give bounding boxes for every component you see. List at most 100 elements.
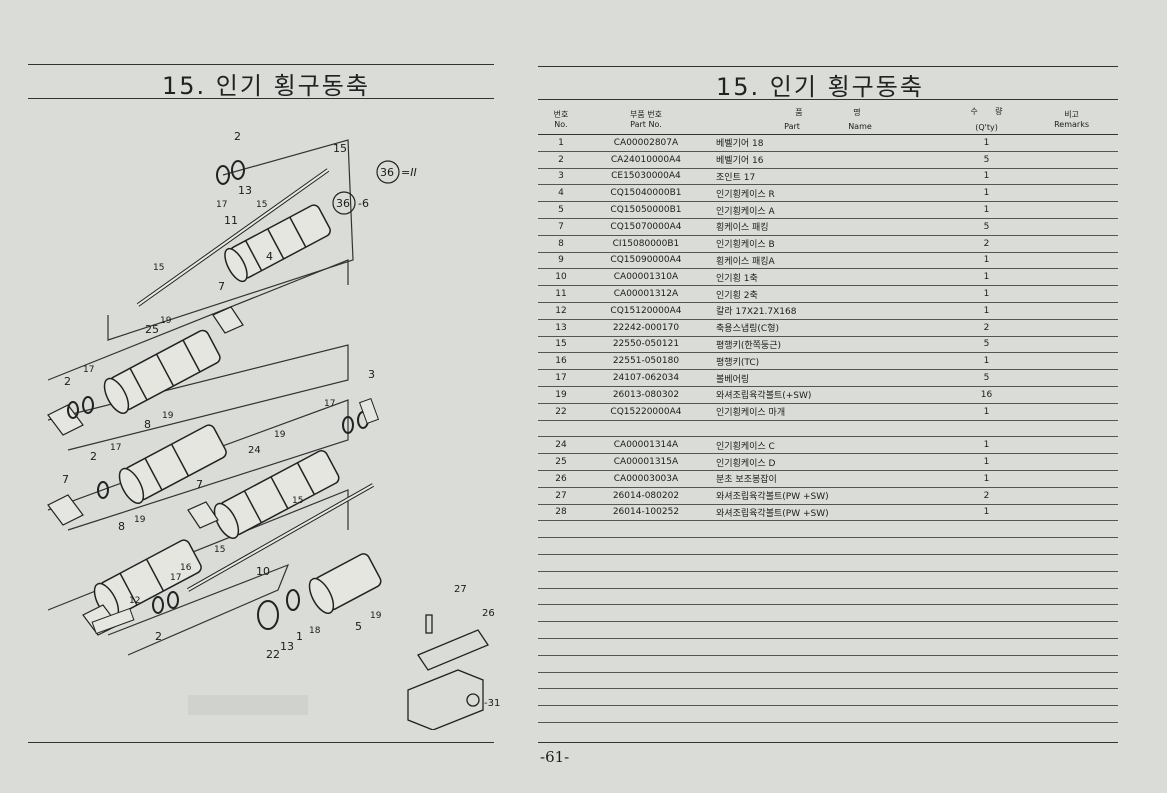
row-name: 와셔조립육각볼트(+SW) bbox=[708, 386, 948, 404]
callout: 15 bbox=[292, 496, 303, 506]
row-no bbox=[538, 537, 584, 555]
row-remarks bbox=[1025, 184, 1118, 203]
row-no: 13 bbox=[538, 319, 584, 337]
callout: 17 bbox=[324, 399, 335, 409]
bleed-through bbox=[188, 695, 308, 715]
row-name bbox=[708, 554, 948, 572]
callout: 7 bbox=[62, 473, 69, 486]
col-qty-header: 수 량 (Q'ty) bbox=[947, 104, 1026, 135]
callout: 13 bbox=[280, 640, 294, 653]
table-row bbox=[538, 604, 1118, 623]
callout: 19 bbox=[370, 611, 382, 621]
row-name: 인기횡케이스 R bbox=[708, 184, 948, 203]
row-no: 25 bbox=[538, 453, 584, 471]
row-qty: 1 bbox=[947, 168, 1026, 186]
assembly-outlines bbox=[47, 139, 354, 656]
row-name bbox=[708, 571, 948, 589]
row-part-no bbox=[583, 705, 709, 723]
row-qty: 2 bbox=[947, 319, 1026, 337]
row-qty: 1 bbox=[947, 184, 1026, 203]
row-name: 인기횡케이스 C bbox=[708, 436, 948, 455]
row-no bbox=[538, 688, 584, 707]
callout: 3 bbox=[368, 368, 375, 381]
row-remarks bbox=[1025, 252, 1118, 270]
row-qty bbox=[947, 588, 1026, 606]
row-qty: 5 bbox=[947, 151, 1026, 169]
row-qty bbox=[947, 672, 1026, 690]
row-name: 평행키(한쪽둥근) bbox=[708, 336, 948, 354]
col-remarks-header: 비고 Remarks bbox=[1025, 104, 1118, 135]
col-part-no-ko: 부품 번호 bbox=[629, 110, 662, 119]
callout: 19 bbox=[160, 316, 172, 326]
row-name: 조인트 17 bbox=[708, 168, 948, 186]
row-remarks bbox=[1025, 285, 1118, 303]
right-page: 15. 인기 횡구동축 번호 No. 부품 번호 Part No. 품 명 bbox=[520, 0, 1167, 793]
callout: 15 bbox=[214, 545, 225, 555]
row-remarks bbox=[1025, 268, 1118, 287]
callout: 27 bbox=[454, 584, 467, 595]
row-part-no bbox=[583, 672, 709, 690]
row-part-no bbox=[583, 655, 709, 673]
row-remarks bbox=[1025, 436, 1118, 455]
col-no-en: No. bbox=[554, 120, 568, 129]
row-remarks bbox=[1025, 705, 1118, 723]
row-remarks bbox=[1025, 336, 1118, 354]
callout: 26 bbox=[482, 608, 495, 619]
row-part-no bbox=[583, 537, 709, 555]
housing-5 bbox=[308, 553, 382, 614]
row-name: 와셔조립육각볼트(PW +SW) bbox=[708, 487, 948, 505]
callout: 36 bbox=[336, 197, 350, 210]
row-part-no: 22242-000170 bbox=[583, 319, 709, 337]
row-qty bbox=[947, 688, 1026, 707]
row-part-no: 26014-100252 bbox=[583, 504, 709, 522]
row-part-no: CQ15050000B1 bbox=[583, 201, 709, 219]
table-row bbox=[538, 638, 1118, 656]
row-name: 베벨기어 16 bbox=[708, 151, 948, 169]
row-part-no: CA00001315A bbox=[583, 453, 709, 471]
callout: 2 bbox=[64, 375, 71, 388]
row-part-no bbox=[583, 571, 709, 589]
housing-4 bbox=[224, 204, 331, 283]
callout: 19 bbox=[274, 430, 286, 440]
col-qty-en: (Q'ty) bbox=[975, 123, 998, 132]
row-qty: 16 bbox=[947, 386, 1026, 404]
row-no: 12 bbox=[538, 302, 584, 320]
parts-table-header: 번호 No. 부품 번호 Part No. 품 명 Part Name bbox=[538, 104, 1118, 135]
row-no: 22 bbox=[538, 403, 584, 421]
exploded-parts-diagram: 2 15 36 =II 13 17 15 11 36 -6 15 4 7 25 … bbox=[47, 130, 500, 730]
table-row bbox=[538, 688, 1118, 707]
row-no bbox=[538, 705, 584, 723]
row-qty: 1 bbox=[947, 504, 1026, 522]
row-name: 와셔조립육각볼트(PW +SW) bbox=[708, 504, 948, 522]
row-name: 분초 보조봉잡이 bbox=[708, 470, 948, 488]
row-part-no: CI15080000B1 bbox=[583, 235, 709, 253]
row-no: 27 bbox=[538, 487, 584, 505]
parts-table: 번호 No. 부품 번호 Part No. 품 명 Part Name bbox=[538, 104, 1118, 723]
table-row bbox=[538, 588, 1118, 606]
row-remarks bbox=[1025, 554, 1118, 572]
row-no: 5 bbox=[538, 201, 584, 219]
row-name bbox=[708, 520, 948, 539]
row-part-no: 24107-062034 bbox=[583, 369, 709, 387]
row-qty bbox=[947, 604, 1026, 623]
row-name bbox=[708, 604, 948, 623]
row-remarks bbox=[1025, 470, 1118, 488]
row-name: 볼베어링 bbox=[708, 369, 948, 387]
callout: 10 bbox=[256, 565, 270, 578]
row-name: 평행키(TC) bbox=[708, 352, 948, 371]
row-qty: 1 bbox=[947, 134, 1026, 152]
row-name: 인기횡 2축 bbox=[708, 285, 948, 303]
table-row bbox=[538, 520, 1118, 539]
left-page: 15. 인기 횡구동축 bbox=[0, 0, 560, 793]
right-title-bar bbox=[538, 66, 1118, 100]
